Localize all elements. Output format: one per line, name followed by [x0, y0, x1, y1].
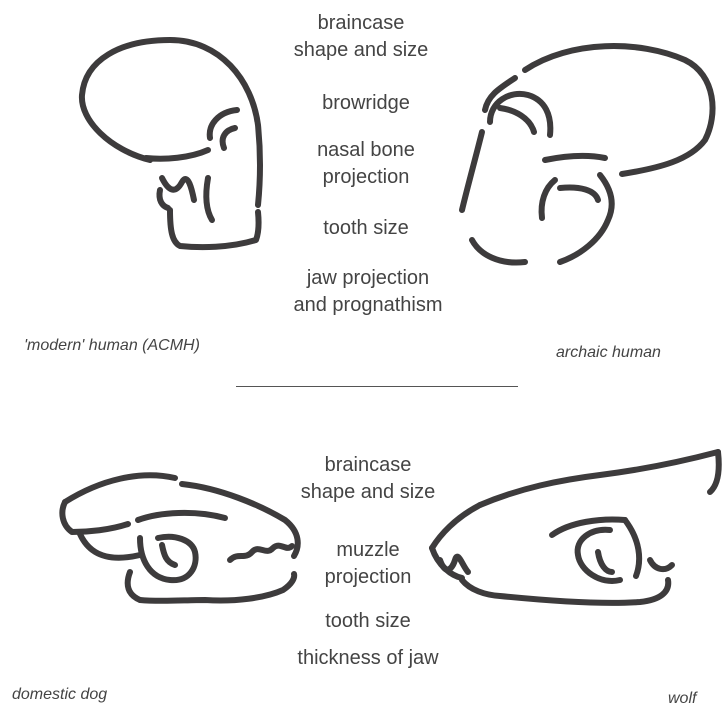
feature-label-braincase-2: braincase	[325, 453, 412, 478]
feature-label-braincase: braincase	[318, 11, 405, 36]
feature-label-nasal-bone: nasal bone	[317, 138, 415, 163]
feature-label-tooth-size: tooth size	[323, 216, 409, 241]
feature-label-muzzle-projection: projection	[325, 565, 412, 590]
feature-label-muzzle: muzzle	[336, 538, 399, 563]
caption-archaic-human: archaic human	[556, 344, 661, 362]
modern-human-skull	[82, 40, 260, 247]
feature-label-jaw-projection: jaw projection	[307, 266, 429, 291]
section-divider	[236, 386, 518, 387]
feature-label-shape-and-size-2: shape and size	[301, 480, 436, 505]
feature-label-projection: projection	[323, 165, 410, 190]
feature-label-browridge: browridge	[322, 91, 410, 116]
caption-domestic-dog: domestic dog	[12, 686, 107, 704]
feature-label-and-prognathism: and prognathism	[294, 293, 443, 318]
domestic-dog-skull	[62, 475, 297, 601]
feature-label-shape-and-size: shape and size	[294, 38, 429, 63]
feature-label-tooth-size-2: tooth size	[325, 609, 411, 634]
feature-label-thickness-of-jaw: thickness of jaw	[297, 646, 438, 671]
archaic-human-skull	[462, 46, 713, 262]
caption-modern-human: 'modern' human (ACMH)	[24, 337, 200, 355]
wolf-skull	[432, 452, 719, 603]
caption-wolf: wolf	[668, 690, 696, 708]
